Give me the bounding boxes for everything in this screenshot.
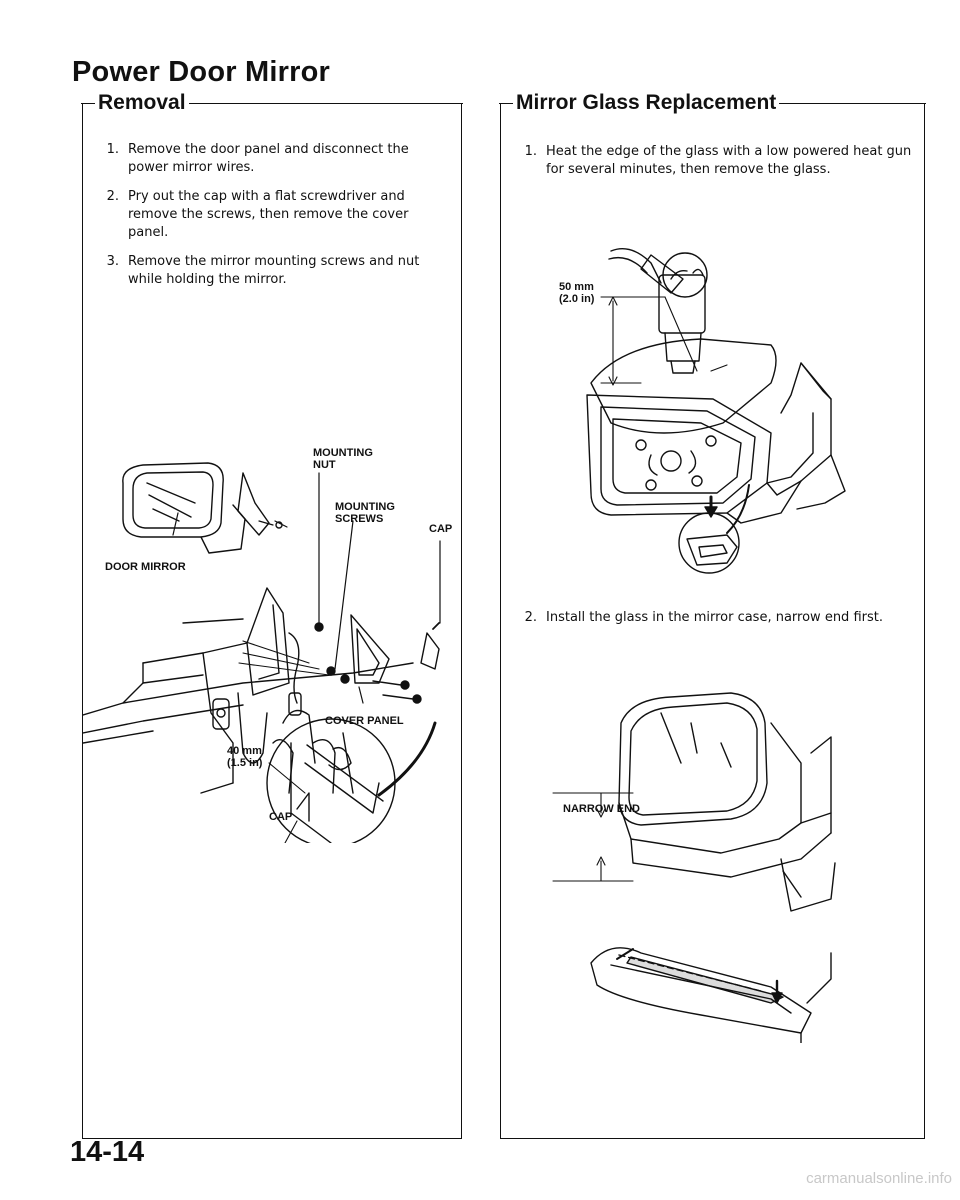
- watermark: carmanualsonline.info: [806, 1170, 952, 1187]
- glass-step-1: 1.Heat the edge of the glass with a low …: [524, 144, 912, 177]
- glass-step-2: 2.Install the glass in the mirror case, …: [524, 610, 883, 625]
- heat-gun-drawing: [608, 248, 708, 374]
- callout-cap-detail: CAP: [269, 811, 293, 823]
- removal-step-3: 3.Remove the mirror mounting screws and …: [106, 254, 420, 287]
- glass-cross-section-drawing: [590, 947, 832, 1043]
- leader-lines: [172, 472, 441, 797]
- callout-mounting-screws: MOUNTING SCREWS: [335, 501, 395, 525]
- callout-50mm: 50 mm (2.0 in): [559, 281, 595, 305]
- removal-step-2: 2.Pry out the cap with a flat screwdrive…: [106, 189, 409, 240]
- glass-replacement-section: Mirror Glass Replacement 1.Heat the edge…: [499, 91, 926, 1139]
- page-number: 14-14: [70, 1136, 145, 1168]
- glass-steps-1: 1.Heat the edge of the glass with a low …: [511, 143, 912, 190]
- heat-gun-illustration: [586, 248, 846, 574]
- glass-steps-2: 2.Install the glass in the mirror case, …: [511, 609, 912, 638]
- narrow-end-dimension: [552, 792, 634, 882]
- detail-circle-glass-edge: [678, 484, 750, 574]
- glass-heading: Mirror Glass Replacement: [513, 91, 780, 115]
- cap-drawing: [420, 622, 440, 670]
- removal-section: Removal 1.Remove the door panel and disc…: [81, 91, 463, 1139]
- callout-40mm: 40 mm (1.5 in): [227, 745, 263, 769]
- door-frame-drawing: [83, 587, 414, 794]
- removal-heading-bar: Removal: [81, 89, 463, 117]
- mirror-case-drawing: [586, 362, 846, 524]
- dimension-lines-50mm: [600, 296, 728, 386]
- callout-narrow-end: NARROW END: [563, 803, 640, 815]
- callout-mounting-nut: MOUNTING NUT: [313, 447, 373, 471]
- removal-heading: Removal: [95, 91, 189, 115]
- callout-door-mirror: DOOR MIRROR: [105, 561, 186, 573]
- cap-detail-circle: [266, 718, 396, 843]
- callout-cover-panel: COVER PANEL: [325, 715, 404, 727]
- glass-heading-bar: Mirror Glass Replacement: [499, 89, 926, 117]
- cover-panel-drawing: [350, 614, 390, 684]
- page-title: Power Door Mirror: [72, 56, 330, 88]
- glass-install-illustration: [552, 692, 836, 1043]
- glass-being-removed: [590, 338, 777, 434]
- mirror-case-with-glass: [618, 692, 836, 912]
- door-mirror-removal-illustration: [83, 462, 441, 843]
- callout-cap: CAP: [429, 523, 453, 535]
- door-mirror-drawing: [122, 462, 288, 554]
- screws-and-wiring: [238, 622, 422, 716]
- removal-step-1: 1.Remove the door panel and disconnect t…: [106, 142, 409, 175]
- removal-steps: 1.Remove the door panel and disconnect t…: [93, 141, 449, 300]
